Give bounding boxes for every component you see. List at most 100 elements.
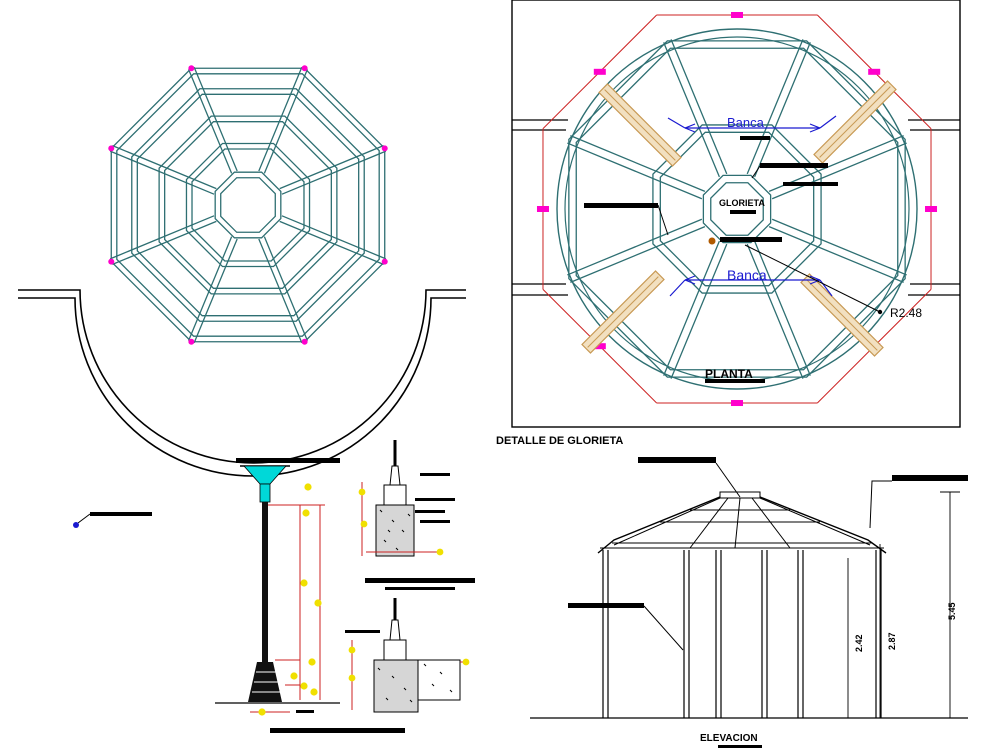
elevation-roof-ribs [613, 497, 871, 549]
dim-marker [314, 599, 322, 607]
dim-a-label: 2.42 [854, 634, 864, 652]
dim-marker [348, 674, 356, 682]
web-rib [263, 69, 309, 174]
web-rib [258, 66, 303, 172]
web-rib [754, 240, 811, 376]
planta-frame [511, 0, 961, 428]
web-node [108, 145, 115, 152]
lamp-head [243, 465, 287, 485]
dim-c-label: 5.45 [947, 602, 957, 620]
planta-view: Banca Banca GLORIETA R2.48 PLANTA [511, 0, 961, 428]
dim-marker [310, 688, 318, 696]
footing-dimension-markers [348, 488, 470, 682]
web-ring [652, 124, 822, 294]
dim-tag [731, 400, 743, 407]
dim-marker [358, 488, 366, 496]
banca-top-label: Banca [727, 115, 765, 130]
planta-title: PLANTA [705, 367, 753, 381]
planta-circle-outer [556, 28, 918, 390]
web-rib [768, 226, 904, 283]
web-node [188, 338, 195, 345]
web-rib [570, 226, 706, 283]
web-ring [131, 88, 365, 322]
roof-plan [18, 65, 466, 477]
roof-rib [689, 497, 729, 549]
lamp-dimension-markers [258, 483, 322, 716]
web-rib [663, 42, 720, 178]
web-ring [164, 121, 332, 289]
planta-notes [584, 136, 883, 383]
benches [581, 80, 897, 357]
glorieta-label: GLORIETA [719, 198, 765, 208]
web-node [108, 258, 115, 265]
dim-marker [304, 483, 312, 491]
web-rib [567, 142, 703, 200]
footing-detail-2 [345, 598, 468, 713]
dim-marker [290, 672, 298, 680]
web-rib [746, 39, 804, 175]
web-ring [702, 174, 772, 244]
web-rib [112, 144, 217, 190]
bench-slat [587, 276, 659, 348]
web-rib [109, 150, 215, 195]
web-rib [109, 215, 215, 260]
web-rib [771, 142, 907, 200]
dim-tag [731, 11, 743, 18]
web-ring [220, 177, 276, 233]
web-ring [214, 171, 282, 239]
web-ring [158, 115, 338, 295]
web-rib [663, 240, 720, 376]
web-ring [185, 142, 311, 268]
web-node [301, 65, 308, 72]
web-ring [659, 131, 815, 287]
web-ring [110, 67, 386, 343]
lamp-pole [262, 502, 268, 662]
footing-detail-1 [361, 440, 475, 590]
banca-bottom-label: Banca [727, 267, 767, 283]
bench [813, 80, 897, 164]
web-rib [258, 238, 303, 344]
dim-tag [868, 68, 881, 75]
radius-label: R2.48 [890, 306, 922, 320]
web-rib [193, 66, 238, 172]
web-ring [116, 73, 380, 337]
bench [598, 83, 682, 167]
web-rib [754, 42, 811, 178]
dim-marker [300, 579, 308, 587]
bench-slat [806, 279, 878, 351]
dim-marker [308, 658, 316, 666]
elevacion-title: ELEVACION [700, 733, 758, 744]
elevation-roof [597, 496, 887, 554]
roof-plan-curb [18, 289, 466, 477]
dim-marker [258, 708, 266, 716]
dim-tag [536, 206, 549, 212]
dim-marker [436, 548, 444, 556]
dim-marker [462, 658, 470, 666]
bench [800, 273, 884, 357]
roof-rib [734, 497, 741, 549]
elevacion-view: 2.42 2.87 5.45 ELEVACION [530, 457, 968, 748]
web-node [301, 338, 308, 345]
web-rib [567, 218, 703, 276]
bench-slat [819, 86, 891, 158]
dim-tag [593, 68, 606, 75]
web-rib [187, 236, 233, 341]
detalle-title: DETALLE DE GLORIETA [496, 435, 623, 447]
dim-marker [360, 520, 368, 528]
web-rib [187, 69, 233, 174]
roof-rib [751, 497, 791, 549]
web-rib [279, 220, 384, 266]
web-rib [263, 236, 309, 341]
bench [581, 270, 665, 354]
small-note [73, 512, 152, 528]
web-node [381, 145, 388, 152]
dim-marker [300, 682, 308, 690]
dim-b-label: 2.87 [887, 632, 897, 650]
dim-marker [302, 509, 310, 517]
dim-marker [348, 646, 356, 654]
web-rib [281, 215, 387, 260]
web-node [188, 65, 195, 72]
elevation-columns [602, 550, 882, 718]
web-rib [670, 243, 728, 379]
